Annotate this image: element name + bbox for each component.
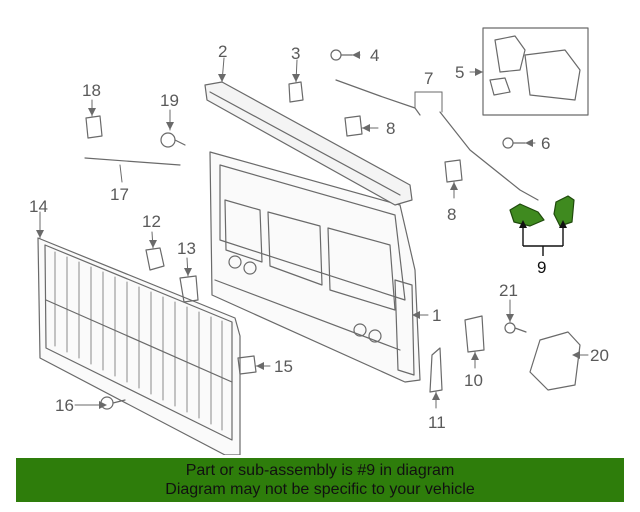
callout-3: 3: [291, 44, 300, 63]
banner-line-part-number: Part or sub-assembly is #9 in diagram: [185, 462, 455, 479]
bumper-part-8-lower: [444, 159, 463, 183]
hinge-part-12: [145, 247, 165, 271]
bolt-part-6: [502, 137, 526, 149]
info-banner: Part or sub-assembly is #9 in diagram Di…: [16, 458, 624, 502]
parts-diagram: 2 3 4 5 7 8 8 6 9 1 10 11 18 19 17 12 13…: [29, 27, 609, 455]
hinge-plate-part-10: [464, 315, 485, 353]
bracket-part-20: [529, 331, 581, 391]
callout-20: 20: [590, 346, 609, 365]
bracket-part-13: [179, 275, 199, 303]
callout-8-upper: 8: [386, 119, 395, 138]
callout-12: 12: [142, 212, 161, 231]
callout-16: 16: [55, 396, 74, 415]
rod-part-7-lower: [439, 111, 539, 201]
tailgate-outer-panel: [37, 237, 241, 455]
callout-4: 4: [370, 46, 379, 65]
callout-6: 6: [541, 134, 550, 153]
callout-8-lower: 8: [447, 205, 456, 224]
banner-line-disclaimer: Diagram may not be specific to your vehi…: [165, 481, 475, 498]
leader-part-9: [522, 224, 564, 256]
leader-arrowheads: [36, 51, 580, 409]
handle-assembly-inset: [482, 27, 589, 116]
callout-15: 15: [274, 357, 293, 376]
callout-7: 7: [424, 69, 433, 88]
callout-1: 1: [432, 306, 441, 325]
screw-part-21: [504, 322, 527, 334]
cap-part-15: [237, 355, 257, 375]
callout-5: 5: [455, 63, 464, 82]
callout-13: 13: [177, 239, 196, 258]
screw-part-4: [330, 49, 353, 61]
bolt-part-19: [160, 132, 186, 148]
tailgate-inner-frame: [209, 151, 421, 383]
hinge-strap-part-11: [429, 347, 443, 393]
callout-2: 2: [218, 42, 227, 61]
callout-19: 19: [160, 91, 179, 110]
rod-part-7-upper: [335, 79, 421, 116]
callout-11: 11: [428, 413, 446, 432]
callout-18: 18: [82, 81, 101, 100]
cable-part-17: [84, 157, 181, 166]
callout-9: 9: [537, 258, 546, 277]
latch-part-9-highlighted: [509, 195, 575, 227]
callout-14: 14: [29, 197, 48, 216]
leader-part-9-arrows: [519, 220, 567, 228]
callout-17: 17: [110, 185, 129, 204]
bumper-part-8-upper: [344, 115, 363, 137]
guide-part-18: [85, 115, 103, 139]
callout-21: 21: [499, 281, 518, 300]
clip-part-3: [288, 81, 304, 103]
callout-10: 10: [464, 371, 483, 390]
